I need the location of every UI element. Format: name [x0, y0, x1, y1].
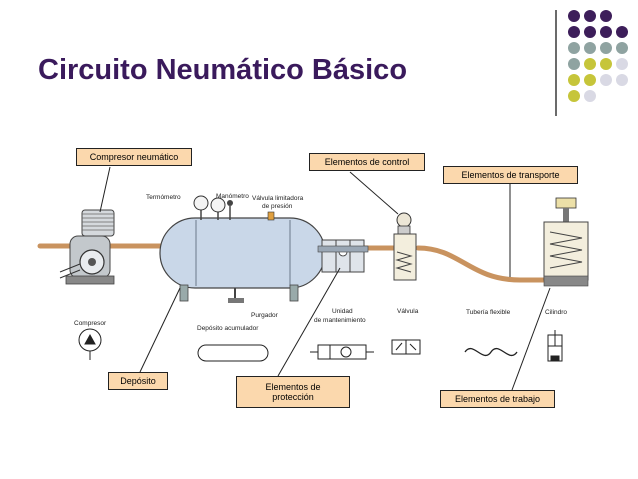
- decorative-dot: [584, 58, 596, 70]
- compressor-symbol: [78, 328, 102, 360]
- decorative-dot: [584, 90, 596, 102]
- annotation-unidad-1: Unidad: [332, 308, 353, 315]
- decorative-dot: [584, 10, 596, 22]
- cylinder-icon: [543, 197, 589, 287]
- decorative-dot: [600, 42, 612, 54]
- decorative-dot: [568, 90, 580, 102]
- decorative-dot: [600, 74, 612, 86]
- slide-title: Circuito Neumático Básico: [38, 54, 408, 86]
- maintenance-unit-symbol: [310, 344, 374, 360]
- decorative-dot: [600, 58, 612, 70]
- title-divider-line: [555, 10, 557, 116]
- decorative-dot: [584, 74, 596, 86]
- decorative-dot: [568, 10, 580, 22]
- label-compresor-neumatico: Compresor neumático: [76, 148, 192, 166]
- annotation-valvula: Válvula: [397, 308, 419, 315]
- decorative-dot: [616, 74, 628, 86]
- decorative-dot: [616, 58, 628, 70]
- label-deposito: Depósito: [108, 372, 168, 390]
- label-elementos-transporte: Elementos de transporte: [443, 166, 578, 184]
- annotation-deposito-acumulador: Depósito acumulador: [197, 325, 259, 332]
- decorative-dot: [568, 58, 580, 70]
- annotation-valvula-limitadora-2: de presión: [262, 203, 293, 210]
- annotation-termometro: Termómetro: [146, 194, 181, 201]
- annotation-unidad-2: de mantenimiento: [314, 317, 366, 324]
- annotation-cilindro: Cilindro: [545, 309, 567, 316]
- label-elementos-proteccion-line2: protección: [272, 392, 314, 402]
- annotation-purgador: Purgador: [251, 312, 279, 319]
- decorative-dot: [568, 26, 580, 38]
- compressor-icon: [59, 209, 115, 285]
- flexible-hose-symbol: [464, 347, 518, 357]
- decorative-dot: [616, 26, 628, 38]
- label-elementos-proteccion: Elementos de protección: [236, 376, 350, 408]
- leader-lines: [99, 166, 551, 391]
- annotation-compresor: Compresor: [74, 320, 107, 327]
- decorative-dot: [600, 26, 612, 38]
- decorative-dot: [616, 42, 628, 54]
- tank-icon: [159, 195, 326, 303]
- decorative-dot: [568, 42, 580, 54]
- annotation-tuberia-flexible: Tubería flexible: [466, 309, 511, 316]
- label-elementos-proteccion-line1: Elementos de: [265, 381, 321, 392]
- decorative-dot: [600, 10, 612, 22]
- annotation-manometro: Manómetro: [216, 193, 249, 200]
- valve-icon: [393, 212, 417, 281]
- decorative-dot: [568, 74, 580, 86]
- label-elementos-trabajo: Elementos de trabajo: [440, 390, 555, 408]
- decorative-dot: [584, 26, 596, 38]
- decorative-dot: [584, 42, 596, 54]
- maintenance-unit-icon: [317, 239, 369, 273]
- cylinder-symbol: [547, 330, 563, 362]
- tank-symbol: [197, 344, 269, 362]
- annotation-valvula-limitadora-1: Válvula limitadora: [252, 195, 304, 202]
- valve-symbol: [391, 339, 421, 355]
- label-elementos-control: Elementos de control: [309, 153, 425, 171]
